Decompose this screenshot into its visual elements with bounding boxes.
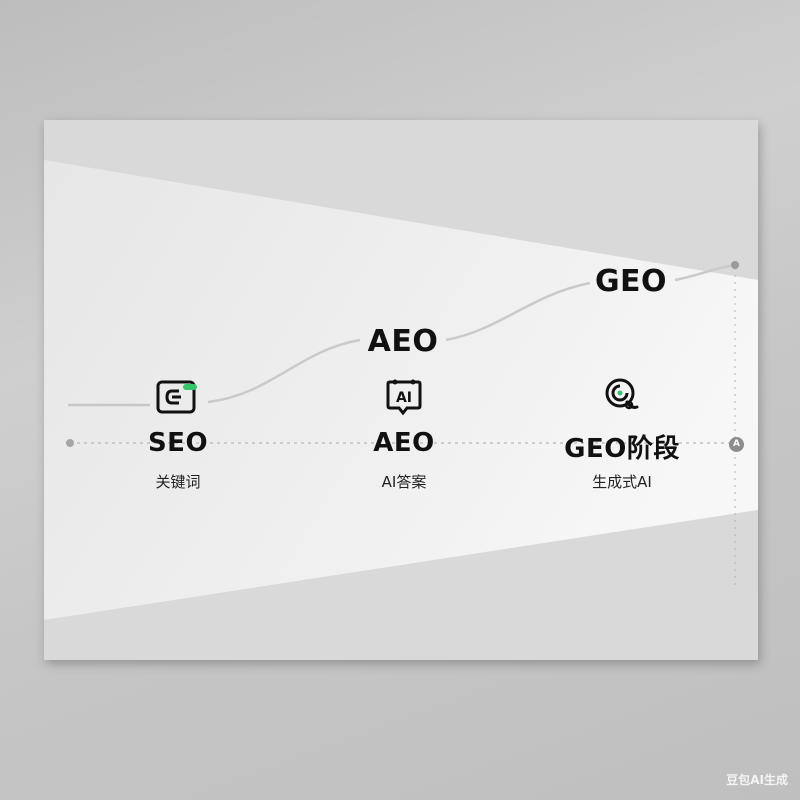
light-beam bbox=[44, 160, 758, 620]
baseline-start-dot bbox=[66, 439, 74, 447]
stage-aeo-subtitle: AI答案 bbox=[381, 473, 427, 491]
ai-chat-icon: AI bbox=[386, 379, 422, 416]
curve-label-geo: GEO bbox=[594, 264, 668, 299]
stage-aeo-title: AEO bbox=[373, 428, 435, 458]
growth-curve-2 bbox=[445, 281, 591, 342]
watermark: 豆包AI生成 bbox=[726, 773, 788, 787]
stage-seo-title: SEO bbox=[147, 428, 209, 458]
growth-curve-3 bbox=[674, 263, 736, 282]
generative-search-icon bbox=[605, 378, 639, 410]
curve-end-dot bbox=[731, 261, 739, 269]
svg-text:AI: AI bbox=[396, 390, 412, 406]
stage-geo-title: GEO阶段 bbox=[564, 434, 680, 464]
search-box-icon bbox=[156, 380, 197, 414]
end-marker-badge: A bbox=[729, 437, 744, 452]
curve-label-aeo: AEO bbox=[367, 324, 439, 359]
growth-curve-1 bbox=[207, 338, 361, 404]
whiteboard bbox=[44, 120, 758, 660]
stage-seo-subtitle: 关键词 bbox=[155, 473, 201, 491]
stage-geo-subtitle: 生成式AI bbox=[592, 473, 652, 491]
